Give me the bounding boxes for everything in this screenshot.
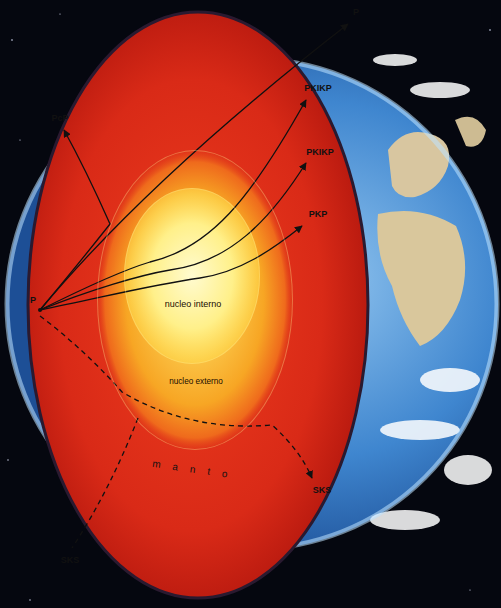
cloud	[420, 368, 480, 392]
clouds	[370, 54, 492, 530]
ray-pkikp	[40, 100, 306, 310]
land-europe	[388, 132, 449, 197]
cloud	[444, 455, 492, 485]
star	[29, 599, 30, 600]
wave-label: PKIKP	[306, 147, 334, 157]
ray-pcp	[40, 130, 110, 310]
region-label: nucleo interno	[163, 299, 223, 310]
layer-label: manto	[152, 458, 241, 482]
cloud	[380, 420, 460, 440]
outer-core: nucleo externo nucleo interno	[97, 150, 293, 450]
ray-p	[40, 24, 348, 310]
land-asia	[455, 117, 486, 147]
wave-label: PcP	[51, 113, 68, 123]
region-label: nucleo externo	[98, 377, 294, 387]
star	[11, 39, 13, 41]
cloud	[373, 54, 417, 66]
star	[19, 139, 20, 140]
wave-label: SKS	[313, 485, 332, 495]
wave-label: PKP	[309, 209, 328, 219]
star	[7, 459, 8, 460]
ray-sks	[40, 316, 312, 478]
star	[469, 589, 470, 590]
star	[489, 29, 491, 31]
mantle-section	[28, 12, 368, 598]
wave-label: SKS	[61, 555, 80, 565]
cloud	[410, 82, 470, 98]
land-africa	[377, 211, 465, 346]
outer-core-fill	[97, 150, 293, 450]
ray-sks	[72, 418, 138, 548]
source-label: P	[30, 295, 36, 305]
inner-core: nucleo interno	[124, 188, 260, 364]
seismic-rays	[40, 24, 348, 548]
star	[59, 13, 60, 14]
ray-pkp	[40, 226, 302, 310]
source-point	[38, 308, 42, 312]
wave-label: PKIKP	[304, 83, 332, 93]
wave-label: P	[353, 7, 359, 17]
ray-pkikp	[40, 163, 306, 310]
